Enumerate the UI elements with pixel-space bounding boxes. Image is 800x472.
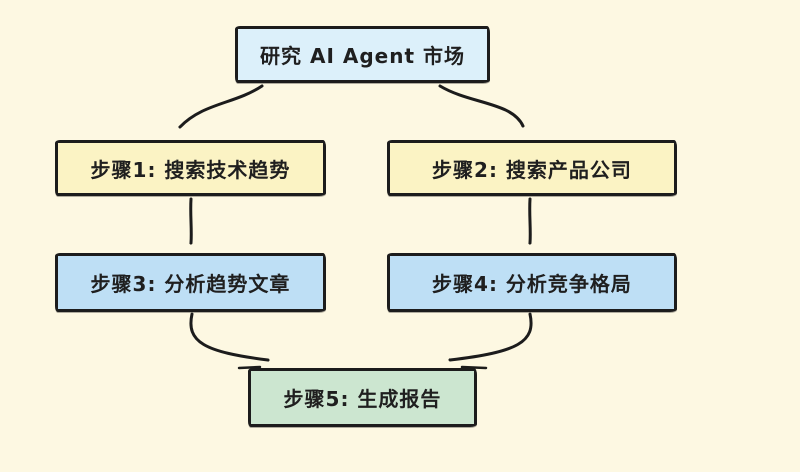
sketch-overshoot-right	[460, 365, 488, 370]
edge-root-step1	[178, 84, 264, 129]
node-step3-label: 步骤3: 分析趋势文章	[90, 272, 291, 296]
node-step2-label: 步骤2: 搜索产品公司	[432, 157, 632, 182]
node-step1-label: 步骤1: 搜索技术趋势	[90, 157, 291, 182]
node-step4: 步骤4: 分析竞争格局	[387, 253, 677, 312]
edge-step3-step5	[189, 312, 270, 360]
edge-step1-step3	[191, 197, 193, 245]
edge-step2-step4	[530, 197, 532, 245]
node-step3: 步骤3: 分析趋势文章	[55, 253, 326, 312]
node-step5-label: 步骤5: 生成报告	[283, 387, 442, 411]
node-root: 研究 AI Agent 市场	[235, 26, 490, 83]
node-root-label: 研究 AI Agent 市场	[260, 44, 465, 68]
node-step2: 步骤2: 搜索产品公司	[387, 140, 677, 196]
edge-root-step2	[438, 84, 523, 128]
sketch-overshoot-left	[237, 365, 262, 370]
node-step5: 步骤5: 生成报告	[248, 368, 477, 427]
edge-step4-step5	[448, 312, 533, 360]
node-step1: 步骤1: 搜索技术趋势	[55, 140, 326, 196]
node-step4-label: 步骤4: 分析竞争格局	[432, 272, 632, 296]
